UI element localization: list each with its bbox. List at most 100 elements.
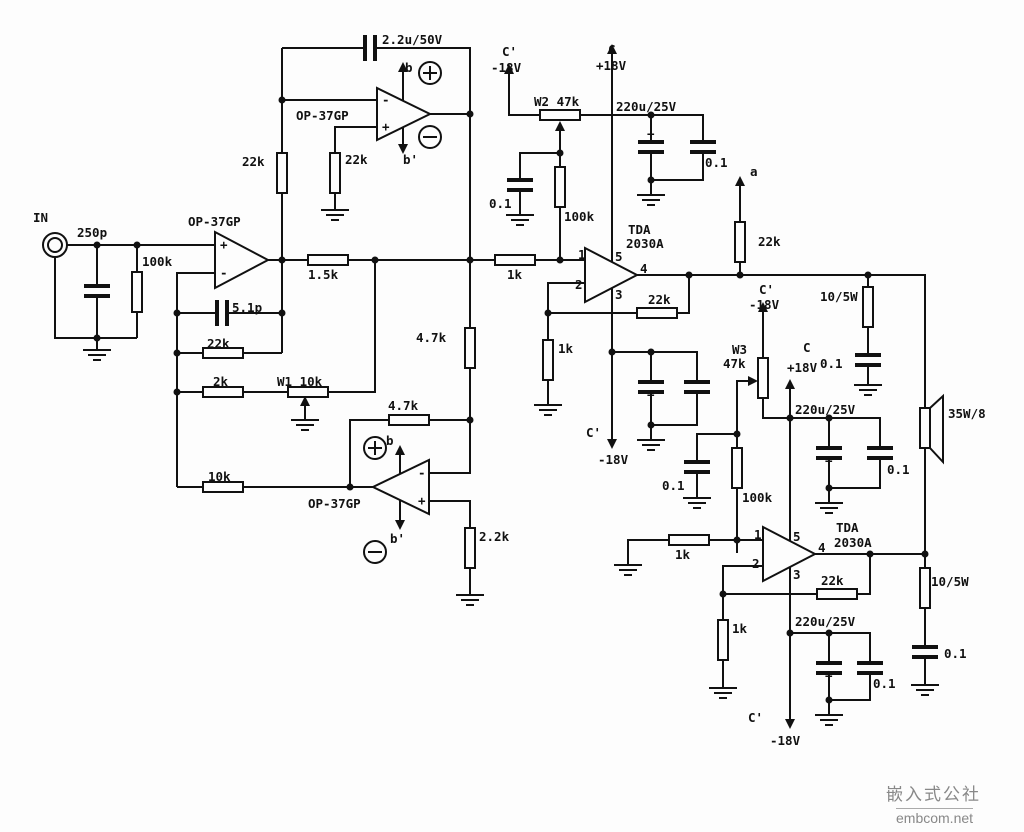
arrow-icon	[398, 62, 408, 72]
ground-icon	[506, 214, 534, 226]
resistor	[542, 339, 554, 381]
input-label: IN	[33, 210, 48, 225]
junction-node	[371, 256, 379, 264]
cap-0u1-label: 0.1	[887, 462, 910, 477]
resistor	[919, 567, 931, 609]
resistor	[329, 152, 341, 194]
capacitor	[854, 353, 882, 367]
junction-node	[608, 348, 616, 356]
amplifier-triangle	[376, 86, 433, 142]
cap-5p1-label: 5.1p	[232, 300, 262, 315]
capacitor-gap	[83, 287, 111, 295]
rail-minus18v-label: -18V	[749, 297, 780, 312]
resistor	[816, 588, 858, 600]
labels: IN 250p 100k OP-37GP OP-37GP OP-37GP 2.2…	[33, 32, 986, 748]
junction-node	[173, 309, 181, 317]
rail-c-prime-label: C'	[748, 710, 763, 725]
res-22k-feedback-label: 22k	[648, 292, 671, 307]
capacitor	[506, 178, 534, 192]
pot-w2-label: W2 47k	[534, 94, 580, 109]
wire	[696, 433, 737, 498]
arrow-icon	[785, 379, 795, 389]
res-1k-label: 1k	[675, 547, 691, 562]
wire	[508, 68, 704, 181]
tda2-pin-label: 1	[754, 527, 762, 542]
junction-node	[736, 271, 744, 279]
rail-c-label: C	[608, 42, 616, 57]
ground-icon	[456, 594, 484, 606]
ground-icon	[911, 684, 939, 696]
jack-outer	[42, 232, 68, 258]
speaker-label: 35W/8	[948, 406, 986, 421]
junction-node	[278, 256, 286, 264]
capacitor	[911, 645, 939, 659]
resistor	[464, 327, 476, 369]
junction-node	[733, 536, 741, 544]
opamp3-label: OP-37GP	[308, 496, 361, 511]
junction-node	[556, 149, 564, 157]
node-a-label: a	[750, 164, 758, 179]
junction-node	[733, 430, 741, 438]
inverting-input-mark: -	[220, 265, 228, 280]
rail-c-prime-label: C'	[586, 425, 601, 440]
junction-node	[825, 484, 833, 492]
resistor	[202, 386, 244, 398]
amplifier-triangle	[584, 246, 640, 304]
pot-w3-value-label: 47k	[723, 356, 746, 371]
res-1k-label: 1k	[558, 341, 574, 356]
capacitor-gap	[218, 299, 226, 327]
tda2-pin-label: 4	[818, 540, 826, 555]
rail-c-prime-label: C'	[502, 44, 517, 59]
wire	[334, 126, 377, 210]
capacitor-gap	[854, 356, 882, 364]
junction-node	[466, 256, 474, 264]
res-10k-label: 10k	[208, 469, 231, 484]
capacitor	[215, 299, 229, 327]
jack-inner	[47, 237, 63, 253]
arrow-icon	[748, 376, 758, 386]
junction-node	[647, 348, 655, 356]
res-10r-5w-label: 10/5W	[820, 289, 858, 304]
capacitor	[856, 661, 884, 675]
amplifier-triangle	[214, 230, 271, 290]
res-22k-label: 22k	[242, 154, 265, 169]
supply-circle	[418, 61, 442, 85]
arrow-icon	[395, 520, 405, 530]
wire	[637, 274, 926, 685]
wire	[519, 152, 560, 215]
electrolytic-capacitor: +	[637, 380, 665, 402]
res-100k-label: 100k	[564, 209, 595, 224]
junction-node	[346, 483, 354, 491]
ground-icon	[854, 384, 882, 396]
junction-node	[133, 241, 141, 249]
cap-0u1-label: 0.1	[944, 646, 967, 661]
site-domain: embcom.net	[896, 808, 974, 826]
rail-plus18v-label: +18V	[596, 58, 627, 73]
junction-node	[786, 414, 794, 422]
input-jack-icon	[42, 232, 68, 258]
capacitor	[683, 380, 711, 394]
capacitor	[683, 460, 711, 474]
res-10r-5w-label: 10/5W	[931, 574, 969, 589]
junction-node	[647, 176, 655, 184]
polarity-plus-mark: +	[825, 668, 833, 683]
plus-supply-icon	[363, 436, 387, 460]
res-2k2-label: 2.2k	[479, 529, 510, 544]
res-100k-label: 100k	[742, 490, 773, 505]
junction-node	[173, 349, 181, 357]
non-inverting-input-mark: +	[418, 493, 426, 508]
resistor	[464, 527, 476, 569]
tda1-pin-label: 1	[578, 247, 586, 262]
capacitor-gap	[506, 181, 534, 189]
res-4k7-label: 4.7k	[416, 330, 447, 345]
ground-icon	[614, 564, 642, 576]
capacitor-gap	[683, 383, 711, 391]
wire	[723, 554, 871, 595]
tda2-label: TDA	[836, 520, 859, 535]
junction-node	[825, 414, 833, 422]
ground-icon	[709, 687, 737, 699]
supply-b-prime-label: b'	[403, 152, 418, 167]
resistor	[554, 166, 566, 208]
cap-220u-label: 220u/25V	[795, 402, 856, 417]
cap-0u1-label: 0.1	[662, 478, 685, 493]
